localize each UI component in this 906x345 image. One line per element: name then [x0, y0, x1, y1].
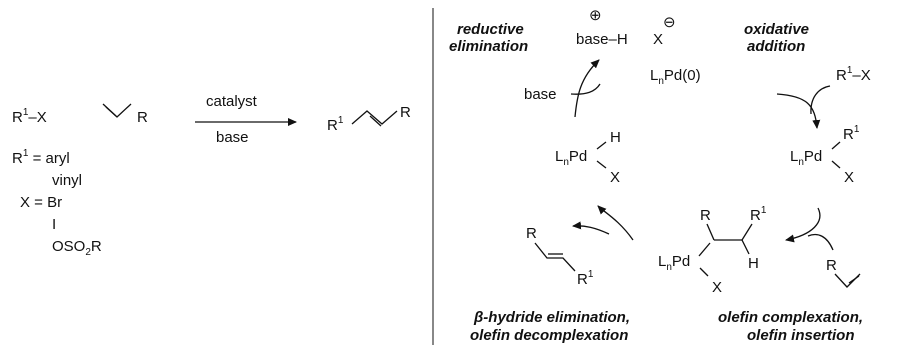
oxidative-addition-label-2: addition — [747, 38, 805, 55]
x-definition: X = Br — [20, 194, 62, 211]
reductive-elimination-label-1: reductive — [457, 21, 524, 38]
svg-text:R: R — [826, 257, 837, 274]
olefin-r-label: R — [137, 109, 148, 126]
svg-text:LnPd: LnPd — [555, 148, 587, 168]
product-double-bond — [369, 115, 382, 127]
pd-hydride-complex: LnPd H X — [555, 129, 621, 186]
pd0-complex: LnPd(0) — [650, 67, 701, 87]
svg-text:LnPd: LnPd — [790, 148, 822, 168]
product-skeleton — [351, 110, 398, 125]
x-anion: X — [653, 31, 663, 48]
olefin-complexation-label-2: olefin insertion — [747, 327, 855, 344]
base-in-line — [570, 83, 601, 95]
base-label: base — [216, 129, 249, 146]
oxidative-addition-arrow — [776, 93, 821, 129]
r1-vinyl: vinyl — [52, 172, 82, 189]
catalytic-cycle: reductive elimination oxidative addition… — [449, 7, 871, 344]
base-h-cation: base–H — [576, 31, 628, 48]
minus-charge: ⊖ — [663, 14, 676, 31]
olefin-complexation-label-1: olefin complexation, — [718, 309, 863, 326]
reductive-elimination-arrow — [574, 59, 600, 118]
alkyl-pd-complex: LnPd X R R1 H — [658, 205, 767, 296]
svg-text:H: H — [610, 129, 621, 146]
olefin-in-line — [807, 233, 834, 251]
olefin-double-bond — [105, 106, 117, 117]
oxidative-addition-label-1: oxidative — [744, 21, 809, 38]
svg-text:R1: R1 — [750, 205, 767, 224]
r1-definition: R1 = aryl — [12, 148, 70, 167]
base-reagent: base — [524, 86, 557, 103]
beta-hydride-arrow — [597, 205, 634, 241]
released-olefin: R R1 — [526, 225, 594, 288]
svg-text:LnPd: LnPd — [658, 253, 690, 273]
olefin-release-arrow — [572, 221, 610, 235]
svg-text:R1: R1 — [843, 124, 860, 143]
svg-text:R1: R1 — [577, 269, 594, 288]
overall-reaction: R1–X R catalyst base R1 R R1 = aryl viny… — [12, 93, 411, 258]
x-iodide: I — [52, 216, 56, 233]
olefin-insertion-arrow — [785, 207, 821, 243]
svg-text:R: R — [700, 207, 711, 224]
svg-text:R: R — [526, 225, 537, 242]
x-sulfonate: OSO2R — [52, 238, 102, 258]
olefin-bond — [102, 103, 132, 118]
svg-text:X: X — [610, 169, 620, 186]
product-r1-label: R1 — [327, 115, 344, 134]
product-r-label: R — [400, 104, 411, 121]
svg-text:X: X — [844, 169, 854, 186]
reductive-elimination-label-2: elimination — [449, 38, 528, 55]
svg-text:X: X — [712, 279, 722, 296]
pd-aryl-complex: LnPd R1 X — [790, 124, 860, 186]
aryl-halide-in-line — [810, 85, 831, 115]
plus-charge: ⊕ — [589, 7, 602, 24]
aryl-halide-input: R1–X — [836, 65, 871, 84]
svg-text:H: H — [748, 255, 759, 272]
catalyst-label: catalyst — [206, 93, 258, 110]
beta-hydride-label-2: olefin decomplexation — [470, 327, 628, 344]
aryl-halide-reagent: R1–X — [12, 107, 47, 126]
incoming-olefin: R — [826, 257, 861, 288]
beta-hydride-label-1: β-hydride elimination, — [473, 309, 630, 326]
